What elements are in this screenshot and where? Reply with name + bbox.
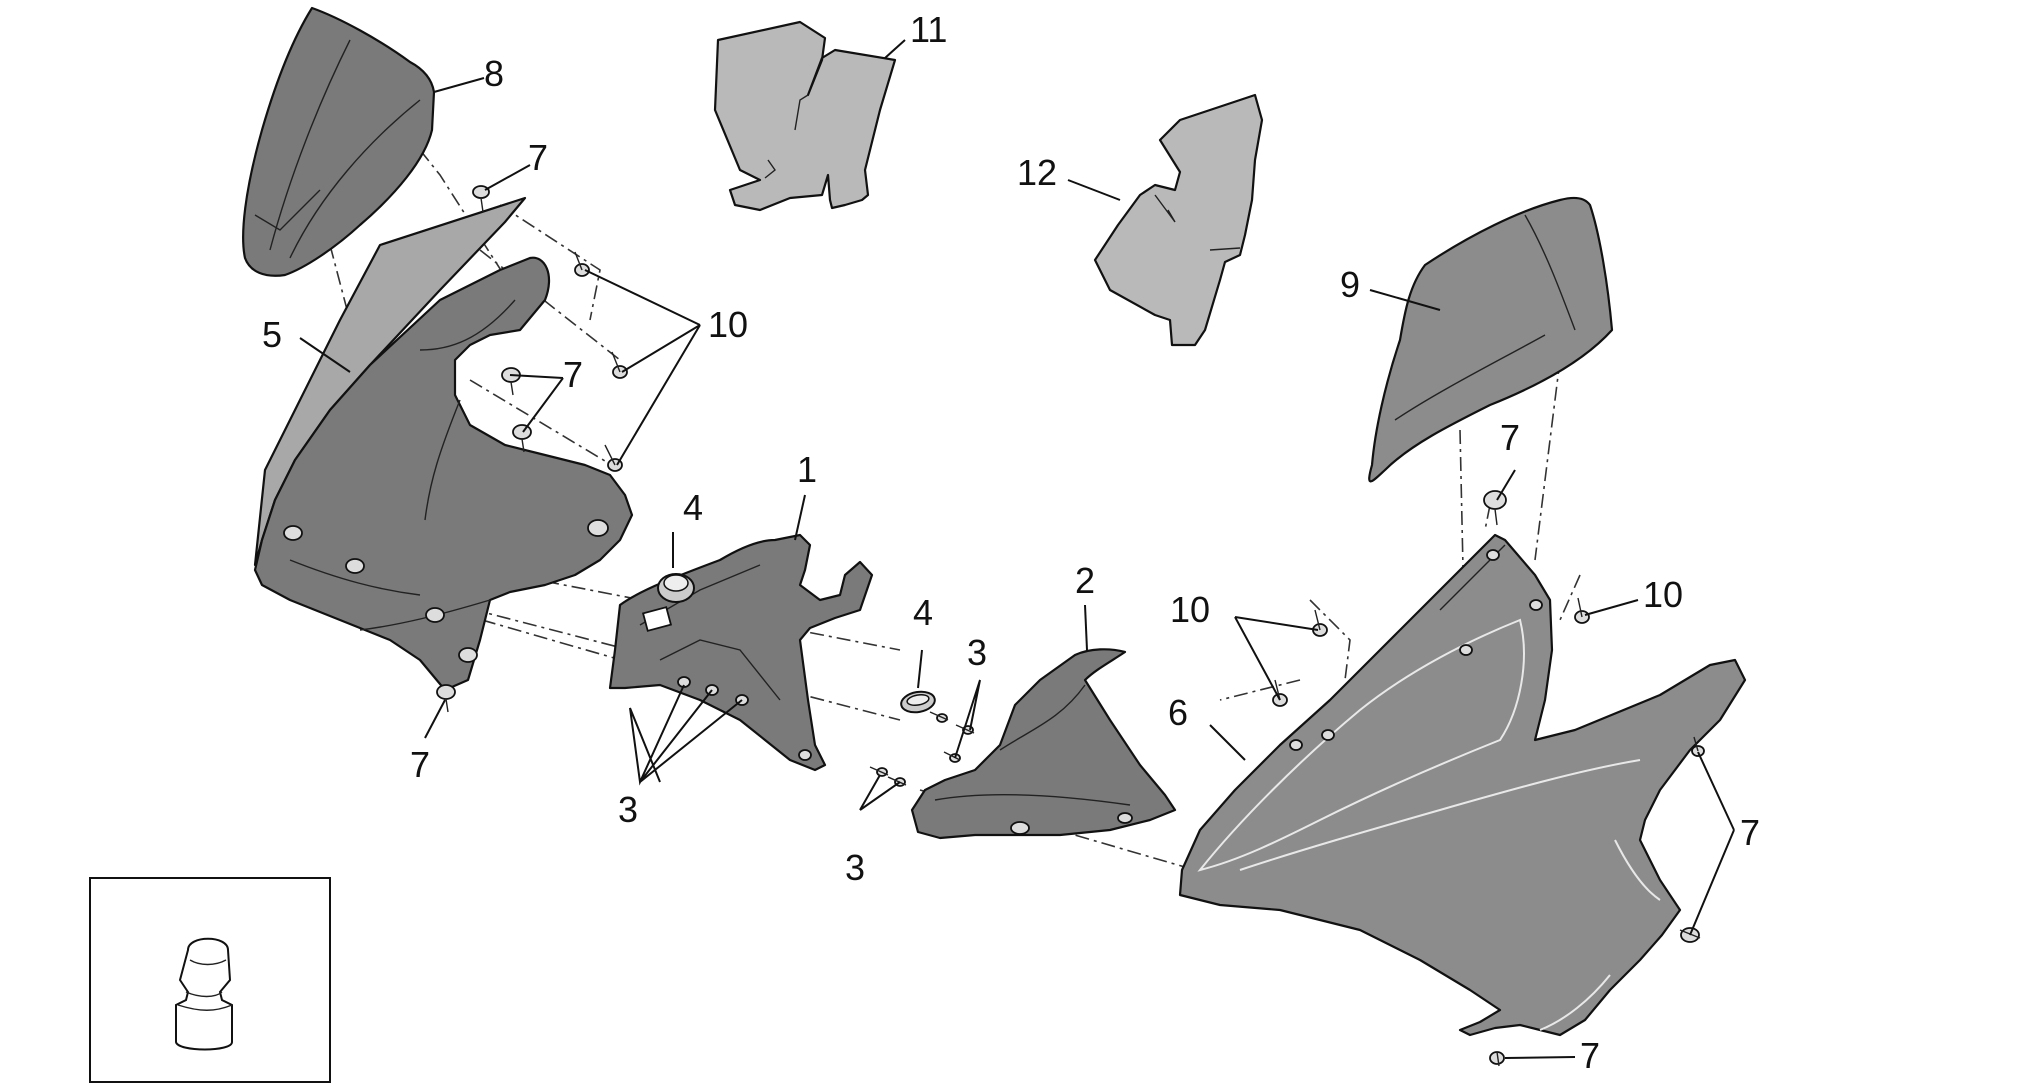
part-12-decal (1093, 93, 1264, 347)
part-6-side-fairing (1178, 533, 1747, 1037)
callout-3: 3 (618, 789, 638, 830)
callout-5: 5 (262, 314, 282, 355)
callout-3: 3 (967, 632, 987, 673)
part-2-lower-shield (910, 648, 1177, 840)
callout-8: 8 (484, 53, 504, 94)
callout-7: 7 (563, 354, 583, 395)
callout-11: 11 (910, 9, 947, 50)
fasteners (436, 185, 1705, 1067)
callout-7: 7 (1580, 1035, 1600, 1076)
part-1-inner-bracket (608, 533, 874, 772)
screw-10-c (604, 444, 623, 472)
screw-7-right-top (1483, 490, 1507, 526)
screw-10-a (574, 251, 590, 277)
callout-10: 10 (1643, 574, 1683, 615)
screw-7-right-a (1691, 736, 1705, 757)
part-13-bumper (175, 937, 233, 1051)
callout-1: 1 (797, 449, 817, 490)
callout-10: 10 (1170, 589, 1210, 630)
callout-labels: 8 11 7 12 10 9 5 7 7 1 4 2 10 10 4 3 6 7… (262, 9, 1760, 1076)
leader-lines (299, 39, 1735, 1059)
callout-2: 2 (1075, 560, 1095, 601)
part-8-cover (242, 6, 436, 277)
screw-3-a (929, 711, 949, 723)
screw-10-b (611, 351, 628, 379)
callout-3: 3 (845, 847, 865, 888)
callout-6: 6 (1168, 692, 1188, 733)
callout-7: 7 (528, 137, 548, 178)
screw-7-bottom-left (436, 684, 456, 713)
callout-7: 7 (410, 744, 430, 785)
screw-7-mid-a (501, 367, 521, 396)
part-11-decal (713, 20, 897, 212)
part-4-grommet-left (657, 573, 695, 603)
screw-7-bottom-right (1489, 1051, 1505, 1067)
part-5-side-fairing (253, 196, 634, 692)
screw-3-d (869, 766, 889, 777)
callout-4: 4 (683, 487, 703, 528)
callout-7: 7 (1740, 812, 1760, 853)
part-4-grommet-right (900, 690, 936, 714)
screw-3-c (943, 751, 961, 763)
callout-4: 4 (913, 592, 933, 633)
callout-9: 9 (1340, 264, 1360, 305)
callout-10: 10 (708, 304, 748, 345)
callout-12: 12 (1017, 152, 1057, 193)
screw-10-f (1574, 597, 1590, 624)
callout-7: 7 (1500, 417, 1520, 458)
part-9-cover (1368, 196, 1614, 483)
inset-box-13 (89, 877, 331, 1083)
